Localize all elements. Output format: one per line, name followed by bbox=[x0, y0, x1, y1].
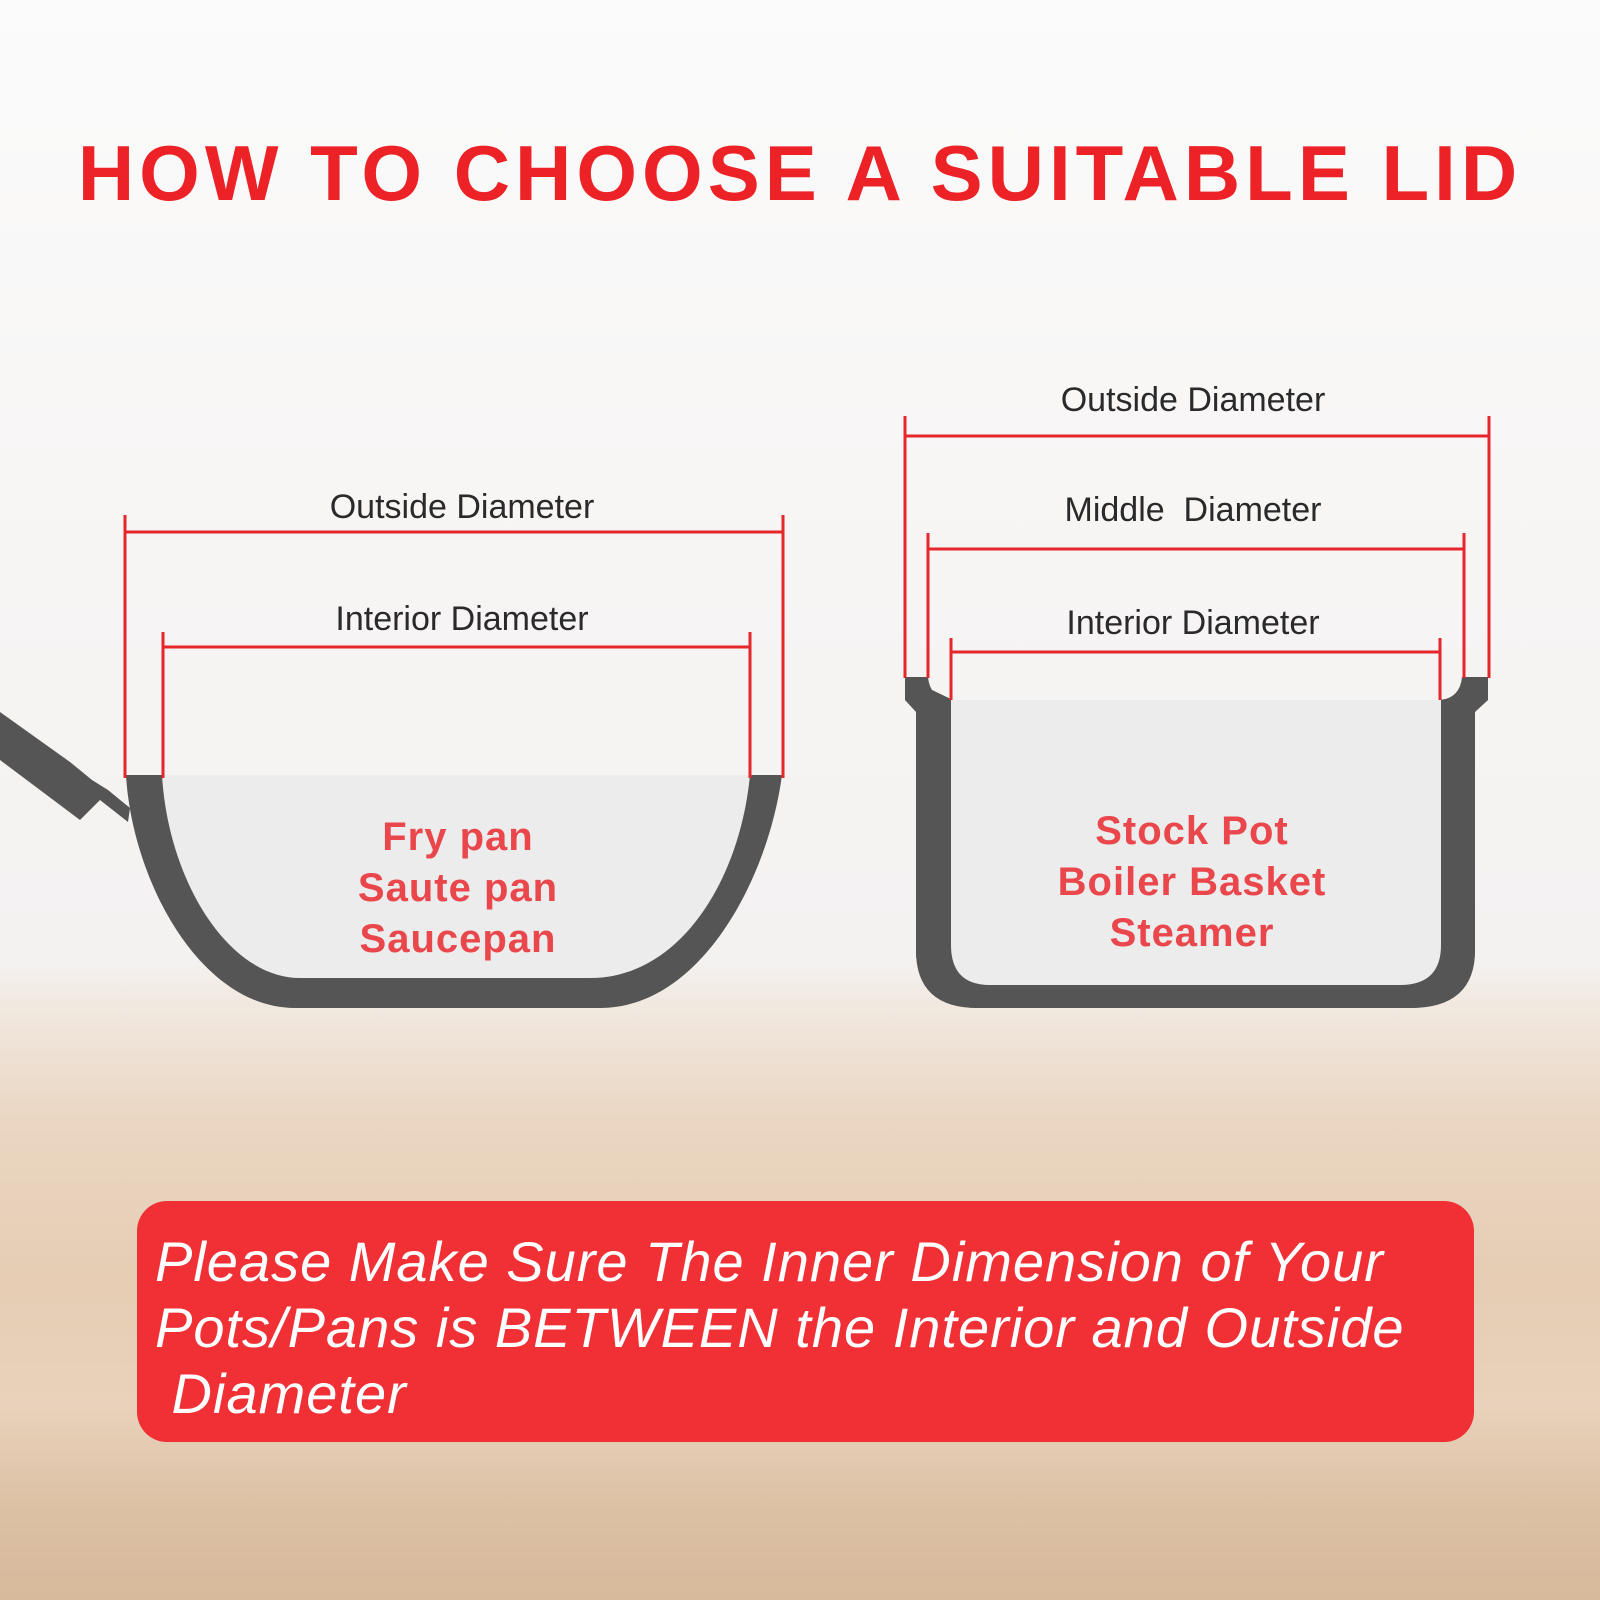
right-middle-diameter-label: Middle Diameter bbox=[1064, 491, 1322, 529]
left-outside-diameter-label: Outside Diameter bbox=[329, 488, 595, 526]
fry-pan-illustration bbox=[0, 712, 782, 1008]
note-line-2: Pots/Pans is BETWEEN the Interior and Ou… bbox=[155, 1296, 1405, 1359]
page-title: HOW TO CHOOSE A SUITABLE LID bbox=[77, 129, 1523, 217]
sizing-note-banner: Please Make Sure The Inner Dimension of … bbox=[137, 1201, 1474, 1442]
measure-lines bbox=[123, 416, 1491, 778]
type-saute-pan: Saute pan bbox=[357, 866, 559, 910]
type-stock-pot: Stock Pot bbox=[1095, 809, 1289, 853]
pot-types: Stock Pot Boiler Basket Steamer bbox=[992, 806, 1392, 959]
right-interior-diameter-label: Interior Diameter bbox=[1066, 604, 1320, 642]
left-interior-diameter-label: Interior Diameter bbox=[335, 600, 589, 638]
note-line-3: Diameter bbox=[155, 1362, 407, 1425]
note-line-1: Please Make Sure The Inner Dimension of … bbox=[155, 1230, 1384, 1293]
type-steamer: Steamer bbox=[1109, 911, 1275, 955]
pan-types: Fry pan Saute pan Saucepan bbox=[258, 812, 658, 965]
fry-pan-interior bbox=[162, 775, 750, 978]
right-outside-diameter-label: Outside Diameter bbox=[1060, 381, 1326, 419]
stock-pot-interior bbox=[951, 700, 1441, 985]
type-boiler-basket: Boiler Basket bbox=[1057, 860, 1327, 904]
stock-pot-illustration bbox=[905, 677, 1488, 1008]
type-fry-pan: Fry pan bbox=[382, 815, 534, 859]
pan-handle bbox=[0, 712, 130, 822]
type-saucepan: Saucepan bbox=[359, 917, 557, 961]
